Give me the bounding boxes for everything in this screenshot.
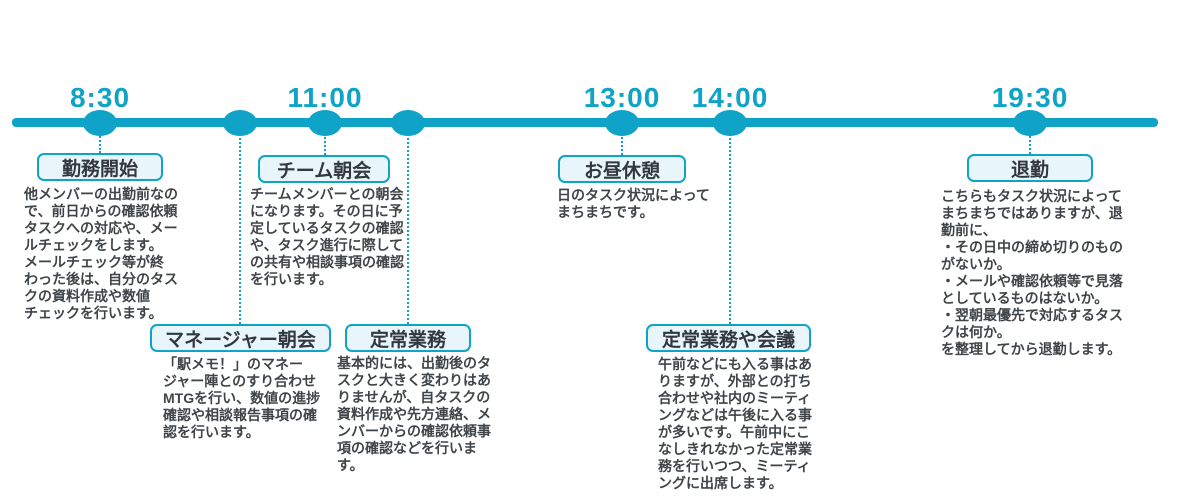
time-label-1100: 11:00 bbox=[287, 82, 363, 113]
time-label-1930: 19:30 bbox=[991, 82, 1069, 113]
connector-line bbox=[407, 129, 409, 324]
event-routine-tasks-and-meetings-title: 定常業務や会議 bbox=[661, 329, 795, 351]
event-team-morning-meeting-title: チーム朝会 bbox=[276, 160, 372, 182]
connector-line bbox=[99, 129, 101, 153]
event-work-start-description: 他メンバーの出勤前なの で、前日からの確認依頼 タスクへの対応や、メー ルチェッ… bbox=[24, 186, 178, 321]
connector-line bbox=[729, 129, 731, 324]
event-team-morning-meeting-box: チーム朝会 bbox=[258, 155, 390, 183]
connector-line bbox=[1029, 129, 1031, 154]
event-routine-tasks-title: 定常業務 bbox=[369, 329, 446, 351]
event-lunch-break-title: お昼休憩 bbox=[583, 160, 660, 182]
time-label-1400: 14:00 bbox=[691, 82, 769, 113]
event-manager-morning-meeting-box: マネージャー朝会 bbox=[150, 324, 331, 352]
event-lunch-break-description: 日のタスク状況によって まちまちです。 bbox=[557, 187, 710, 220]
connector-line bbox=[324, 129, 326, 155]
timeline-axis bbox=[12, 118, 1158, 127]
event-routine-tasks-box: 定常業務 bbox=[345, 324, 471, 352]
event-work-start-box: 勤務開始 bbox=[37, 153, 163, 181]
event-manager-morning-meeting-description: 「駅メモ！」のマネー ジャー陣とのすり合わせ MTGを行い、数値の進捗 確認や相… bbox=[163, 356, 321, 440]
event-leave-work-box: 退勤 bbox=[967, 154, 1093, 182]
time-label-1300: 13:00 bbox=[583, 82, 661, 113]
connector-line bbox=[239, 129, 241, 324]
time-label-0830: 8:30 bbox=[69, 82, 131, 113]
event-manager-morning-meeting-title: マネージャー朝会 bbox=[165, 329, 316, 351]
event-lunch-break-box: お昼休憩 bbox=[558, 155, 686, 183]
event-leave-work-title: 退勤 bbox=[1010, 159, 1049, 181]
event-routine-tasks-and-meetings-description: 午前などにも入る事はあ りますが、外部との打ち 合わせや社内のミーティ ングなど… bbox=[658, 356, 812, 491]
event-leave-work-description: こちらもタスク状況によって まちまちではありますが、退 勤前に、 ・その日中の締… bbox=[941, 188, 1123, 357]
event-routine-tasks-and-meetings-box: 定常業務や会議 bbox=[646, 324, 811, 352]
event-routine-tasks-description: 基本的には、出勤後のタ スクと大きく変わりはあ りませんが、自タスクの 資料作成… bbox=[337, 355, 491, 473]
event-work-start-title: 勤務開始 bbox=[61, 158, 138, 180]
connector-line bbox=[621, 129, 623, 155]
event-team-morning-meeting-description: チームメンバーとの朝会 になります。その日に予 定しているタスクの確認 や、タス… bbox=[250, 186, 404, 287]
